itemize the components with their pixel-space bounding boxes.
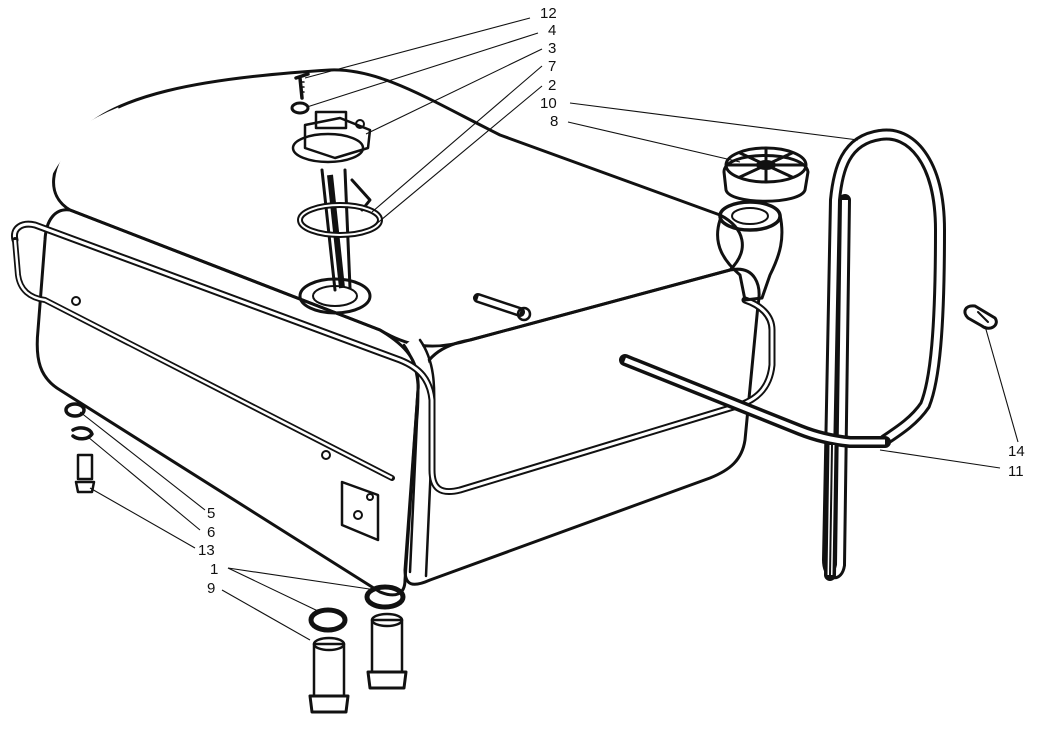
sender-head (303, 116, 372, 160)
label-9: 9 (207, 580, 215, 597)
sender-washer (290, 101, 310, 115)
drain-plug-left (308, 636, 350, 714)
leader-lines (79, 17, 1019, 641)
drain-plug-right (366, 612, 408, 690)
label-11: 11 (1008, 463, 1024, 480)
label-1: 1 (210, 561, 218, 578)
part-number-labels: 12 4 3 7 2 10 8 14 11 5 6 13 1 9 (198, 5, 1025, 597)
filler-cap (722, 146, 810, 203)
label-2: 2 (548, 77, 556, 94)
drain-washer-right (364, 584, 406, 610)
sender-screw (294, 72, 310, 100)
label-4: 4 (548, 22, 556, 39)
tank-left-face (35, 208, 420, 597)
label-7: 7 (548, 58, 556, 75)
sender-tube (320, 168, 352, 292)
label-3: 3 (548, 40, 556, 57)
label-13: 13 (198, 542, 215, 559)
label-8: 8 (550, 113, 558, 130)
fuel-tank (10, 68, 776, 597)
tank-frame-left-leg (12, 237, 395, 481)
label-12: 12 (540, 5, 557, 22)
flat-washer (64, 402, 86, 418)
fuel-sender-unit (291, 110, 383, 292)
filler-neck (716, 200, 784, 302)
drain-washer-left (308, 607, 348, 633)
mounting-bolt (74, 453, 96, 494)
mounting-bracket (340, 480, 380, 542)
label-14: 14 (1008, 443, 1025, 460)
tank-edge-band-top (35, 107, 122, 192)
label-5: 5 (207, 505, 215, 522)
spring-washer (71, 426, 94, 441)
tank-top-highlight (205, 110, 505, 240)
label-10: 10 (540, 95, 557, 112)
sender-flange (291, 132, 365, 164)
tank-front-face (403, 267, 761, 586)
hose-clip (963, 304, 998, 330)
label-6: 6 (207, 524, 215, 541)
